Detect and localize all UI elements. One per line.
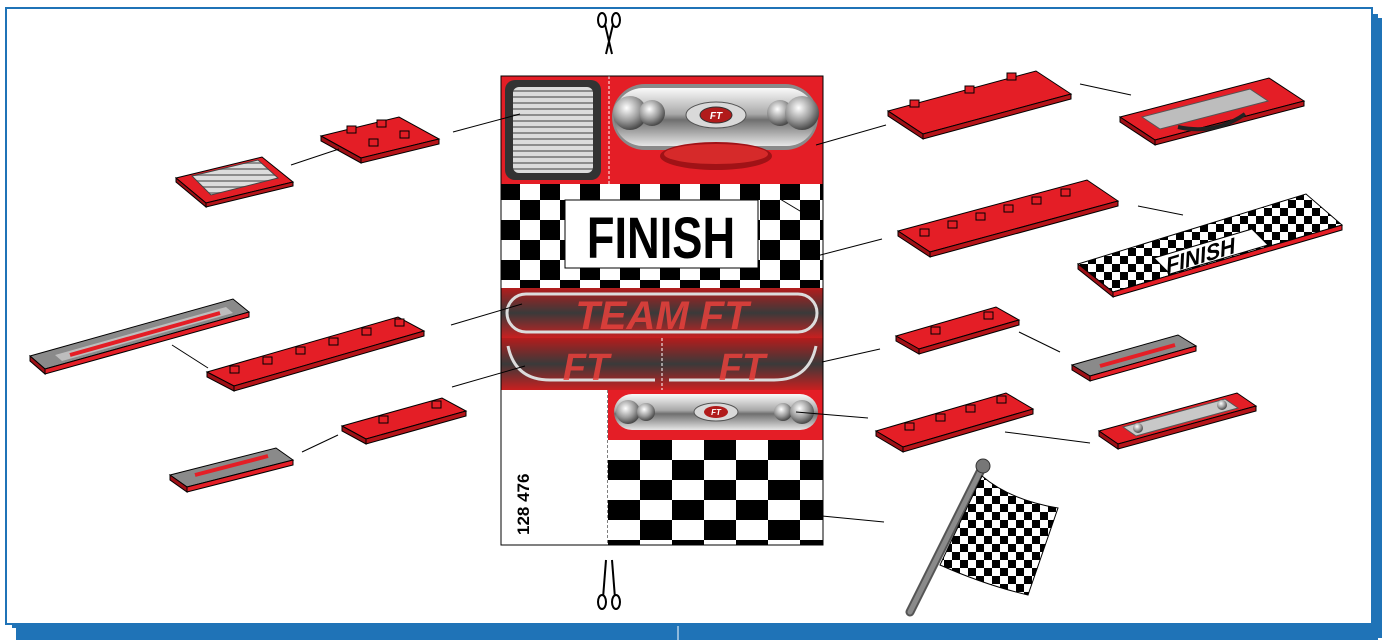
ft-left-label: FT [563,347,612,389]
sticker-sheet: FT FINISH TEAM FT FT FT 128 476 [501,76,823,545]
grille-badge-label: FT [710,111,723,122]
small-chrome-sticker: FT [608,390,823,440]
team-ft-label: TEAM FT [575,294,752,338]
finish-sticker: FINISH [501,184,823,288]
team-ft-sticker: TEAM FT [501,288,823,338]
radiator-grille-sticker [505,80,601,180]
small-grille-badge-label: FT [711,408,722,417]
flag-checker-sticker [608,440,823,545]
article-number: 128 476 [514,474,533,535]
ft-right-label: FT [719,347,768,389]
ft-side-stickers: FT FT [501,338,823,390]
finish-label: FINISH [587,207,735,272]
